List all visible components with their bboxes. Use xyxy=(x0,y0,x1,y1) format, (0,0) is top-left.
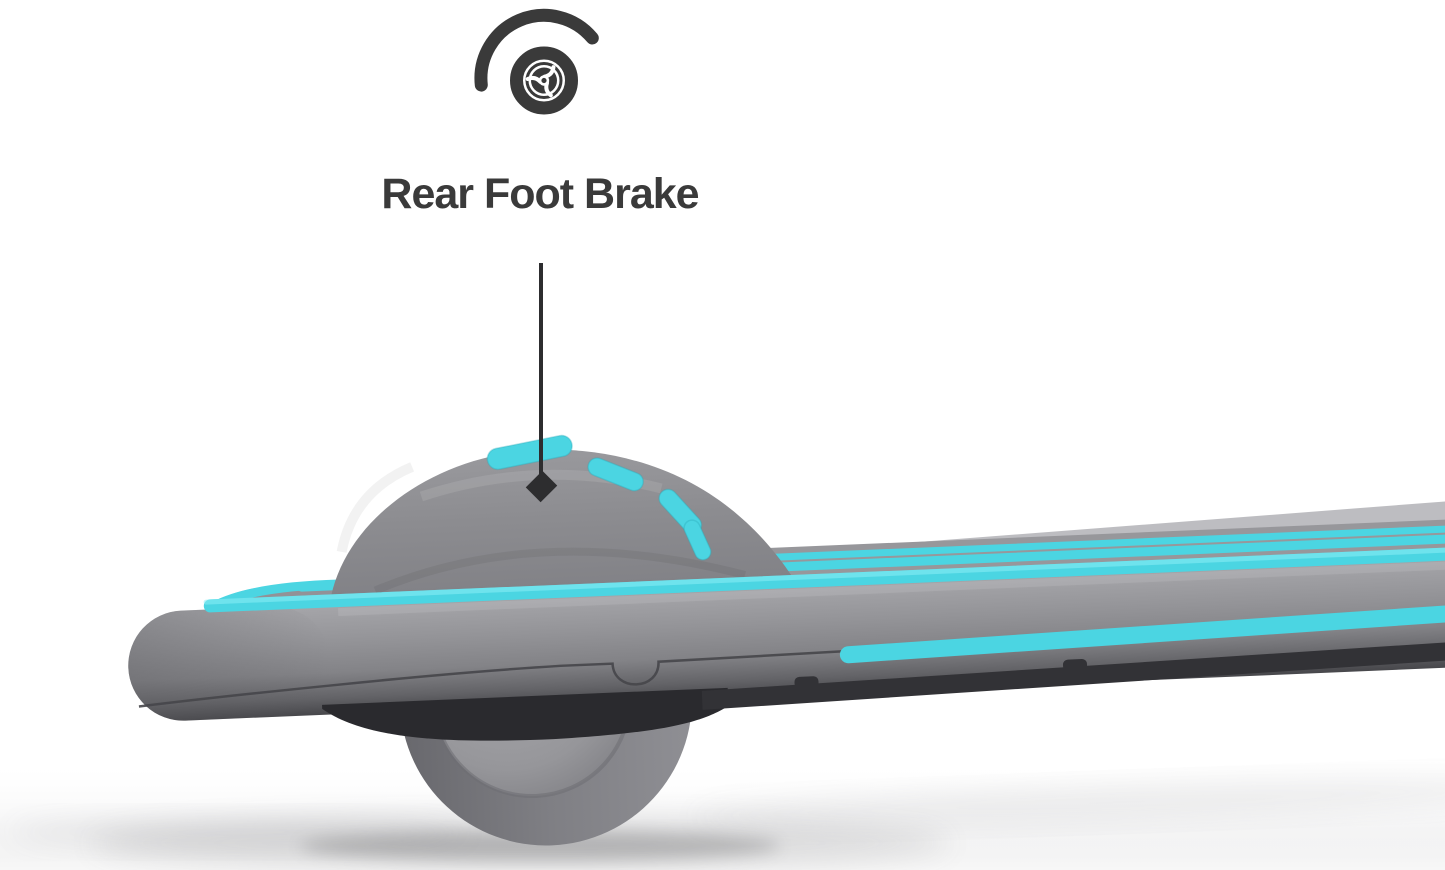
brake-grip-pads xyxy=(486,434,712,561)
deck-side-stripe xyxy=(839,597,1445,664)
floor-shadow xyxy=(0,760,1445,870)
deck xyxy=(128,554,1445,721)
deck-underside xyxy=(322,634,1445,741)
deck-accent-trim-near xyxy=(203,543,1445,613)
rear-fender-dome xyxy=(328,449,804,617)
